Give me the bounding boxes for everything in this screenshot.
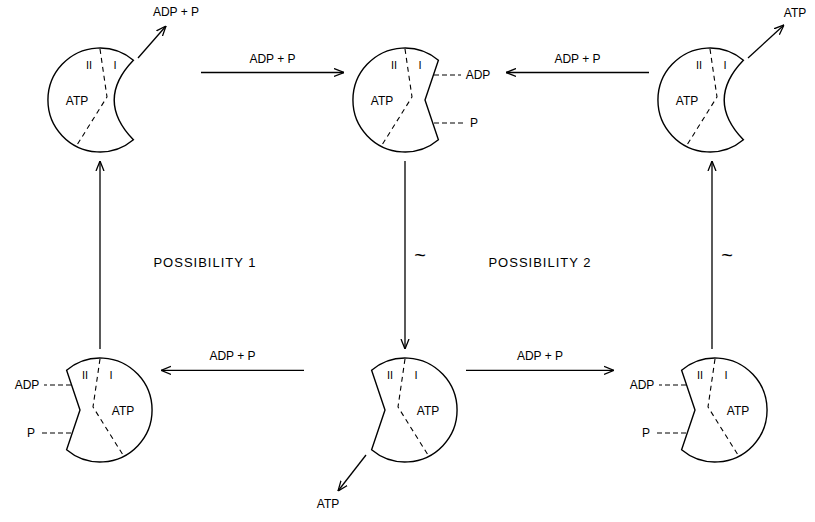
site-label: ATP: [676, 95, 698, 107]
enzyme: IIIATP: [655, 45, 805, 155]
reaction-arrow: [404, 161, 405, 349]
site-label: I: [418, 60, 421, 71]
site-label: ATP: [66, 95, 88, 107]
release-arrow: [138, 26, 166, 58]
free-label: POSSIBILITY 1: [153, 256, 256, 269]
free-label: ATP: [784, 7, 806, 19]
edge-label: ~: [721, 245, 733, 265]
binding-bond: [654, 432, 686, 433]
edge-label: ADP + P: [249, 53, 295, 65]
site-label: I: [724, 370, 727, 381]
free-label: ADP + P: [153, 6, 199, 18]
enzyme-body: [67, 358, 152, 462]
site-label: I: [109, 370, 112, 381]
enzyme: IIIATP: [310, 355, 460, 465]
reaction-arrow: [711, 161, 712, 349]
release-arrow: [338, 455, 366, 491]
release-arrow: [748, 25, 784, 58]
free-label: ATP: [317, 498, 339, 510]
enzyme-body: [682, 358, 767, 462]
site-label: I: [723, 60, 726, 71]
site-label: P: [27, 427, 35, 439]
enzyme-body: [372, 358, 457, 462]
site-label: ATP: [727, 405, 749, 417]
enzyme: IIIATP: [45, 45, 195, 155]
enzyme-body: [353, 48, 438, 152]
binding-bond: [44, 384, 71, 385]
enzyme-body: [48, 48, 133, 152]
site-label: ATP: [417, 405, 439, 417]
site-label: ATP: [371, 95, 393, 107]
edge-label: ADP + P: [209, 350, 255, 362]
enzyme-body: [658, 48, 743, 152]
site-label: II: [696, 60, 702, 71]
binding-bond: [434, 74, 461, 75]
enzyme: IIIATPADPP: [620, 355, 770, 465]
reaction-arrow: [466, 370, 614, 371]
site-label: II: [391, 60, 397, 71]
site-label: II: [697, 370, 703, 381]
site-label: ADP: [630, 379, 655, 391]
site-label: P: [642, 427, 650, 439]
enzyme: IIIATPADPP: [5, 355, 155, 465]
site-label: ATP: [112, 405, 134, 417]
site-label: II: [387, 370, 393, 381]
site-label: P: [470, 117, 478, 129]
site-label: ADP: [466, 69, 491, 81]
edge-label: ADP + P: [517, 350, 563, 362]
binding-bond: [434, 122, 466, 123]
free-label: POSSIBILITY 2: [488, 256, 591, 269]
reaction-arrow: [506, 72, 649, 73]
binding-bond: [659, 384, 686, 385]
site-label: II: [82, 370, 88, 381]
binding-bond: [39, 432, 71, 433]
edge-label: ADP + P: [554, 53, 600, 65]
site-label: ADP: [15, 379, 40, 391]
reaction-arrow: [99, 161, 100, 349]
site-label: I: [414, 370, 417, 381]
reaction-arrow: [161, 370, 304, 371]
reaction-arrow: [201, 72, 344, 73]
enzyme: IIIATPADPP: [350, 45, 500, 155]
site-label: I: [113, 60, 116, 71]
site-label: II: [86, 60, 92, 71]
edge-label: ~: [414, 245, 426, 265]
